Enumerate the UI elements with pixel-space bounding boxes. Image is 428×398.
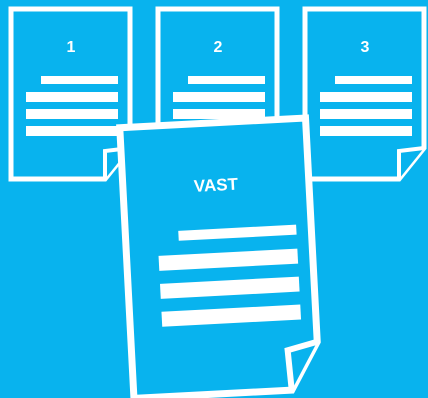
document-icon [8, 6, 133, 182]
document-1: 1 [8, 6, 140, 184]
document-2-label: 2 [213, 39, 223, 56]
document-icon [302, 6, 427, 182]
vast-document-label: VAST [193, 174, 239, 196]
document-1-label: 1 [66, 39, 76, 56]
vast-document-icon [116, 114, 321, 398]
vast-document: VAST [116, 112, 351, 398]
document-3-label: 3 [360, 39, 370, 56]
document-3: 3 [302, 6, 428, 184]
